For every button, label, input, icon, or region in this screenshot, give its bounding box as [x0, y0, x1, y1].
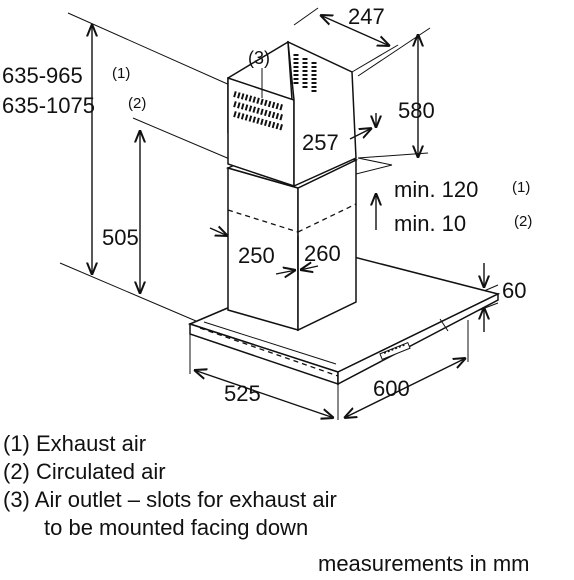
dim-247 [320, 15, 390, 46]
label-525: 525 [224, 381, 261, 406]
label-260: 260 [304, 241, 341, 266]
lower-chimney-top-line [132, 117, 233, 161]
dim-525 [194, 370, 334, 418]
canopy-dashed-front [199, 327, 339, 377]
label-min-120: min. 120 [394, 177, 478, 202]
ext-min-top [357, 157, 393, 166]
dim-250-left [209, 228, 228, 236]
label-total-height-1-note: (1) [112, 65, 130, 82]
canopy-edge-inner [203, 321, 337, 365]
units-note: measurements in mm [318, 551, 530, 576]
dim-600 [344, 358, 466, 418]
label-total-height-2-note: (2) [128, 95, 146, 112]
dimension-labels: 247 (3) 580 257 635-965 (1) 635-1075 (2)… [2, 4, 532, 406]
dim-260-left [300, 266, 319, 270]
hood-bottom-line [59, 262, 197, 322]
label-247: 247 [348, 4, 385, 29]
legend-line-2: (2) Circulated air [3, 459, 166, 484]
label-60: 60 [502, 278, 526, 303]
overlap-dash-front [227, 209, 299, 233]
dimension-lines [92, 15, 484, 418]
ext-580-top [357, 27, 431, 77]
label-min-10: min. 10 [394, 211, 466, 236]
label-580: 580 [398, 98, 435, 123]
dim-257-arrow-b [349, 128, 372, 140]
legend-line-1: (1) Exhaust air [3, 431, 146, 456]
label-min-10-note: (2) [514, 213, 532, 230]
ext-247-left [293, 7, 319, 26]
exhaust-slots-right [293, 54, 317, 92]
label-slot-callout: (3) [248, 48, 270, 68]
label-total-height-2: 635-1075 [2, 93, 95, 118]
label-min-120-note: (1) [512, 179, 530, 196]
dim-250-right [275, 270, 296, 274]
upper-chimney [227, 40, 357, 188]
legend-line-4: to be mounted facing down [44, 515, 308, 540]
legend-line-3: (3) Air outlet – slots for exhaust air [3, 487, 337, 512]
label-total-height-1: 635-965 [2, 63, 83, 88]
legend: (1) Exhaust air (2) Circulated air (3) A… [3, 431, 530, 576]
label-250: 250 [238, 243, 275, 268]
ext-247-right [351, 44, 399, 73]
exhaust-slots-left [233, 91, 285, 131]
label-600: 600 [373, 376, 410, 401]
canopy-corner [439, 318, 449, 332]
control-panel [379, 341, 411, 361]
label-505: 505 [102, 225, 139, 250]
overlap-dash-side [297, 203, 357, 233]
label-257: 257 [302, 130, 339, 155]
